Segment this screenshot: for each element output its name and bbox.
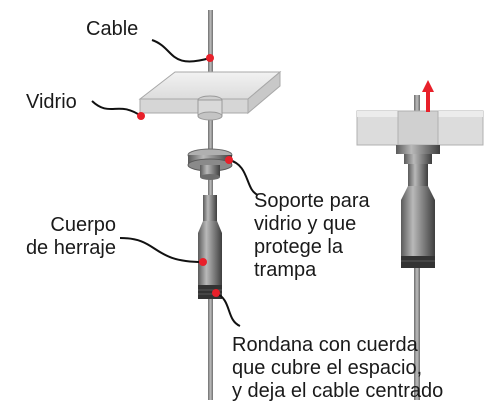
label-soporte-line-3: protege la [254, 236, 343, 258]
marker-cable [206, 54, 214, 62]
label-rondana-line-1: Rondana con cuerda [232, 334, 418, 356]
left-support-washer [187, 148, 233, 180]
leader-vidrio [91, 100, 142, 117]
label-cuerpo: Cuerpo de herraje [14, 214, 116, 260]
label-cable-text: Cable [86, 18, 139, 40]
marker-vidrio [137, 112, 145, 120]
left-glass-pane [138, 70, 282, 121]
label-soporte-line-2: vidrio y que [254, 213, 357, 235]
label-vidrio: Vidrio [26, 91, 77, 114]
label-soporte-line-1: Soporte para [254, 190, 370, 212]
label-cable: Cable [86, 18, 138, 41]
label-rondana-line-2: que cubre el espacio, [232, 357, 423, 379]
label-rondana: Rondana con cuerda que cubre el espacio,… [232, 334, 443, 403]
right-assembly [356, 80, 484, 400]
label-cuerpo-line-1: Cuerpo [50, 214, 116, 236]
pull-arrow [422, 80, 434, 112]
right-hardware-body [401, 164, 435, 268]
label-cuerpo-line-2: de herraje [25, 237, 116, 259]
markers [137, 54, 233, 297]
label-soporte: Soporte para vidrio y que protege la tra… [254, 190, 370, 282]
right-glass-block [356, 110, 484, 146]
left-assembly [138, 10, 282, 400]
leader-cable [151, 39, 211, 63]
marker-soporte [225, 156, 233, 164]
marker-rondana [212, 289, 220, 297]
leader-lines [91, 39, 259, 327]
leader-cuerpo [119, 237, 204, 263]
marker-cuerpo [199, 258, 207, 266]
leader-soporte [228, 159, 259, 196]
label-vidrio-text: Vidrio [26, 91, 77, 113]
left-hardware-body [198, 195, 222, 299]
label-soporte-line-4: trampa [254, 259, 317, 281]
label-rondana-line-3: y deja el cable centrado [232, 380, 444, 402]
